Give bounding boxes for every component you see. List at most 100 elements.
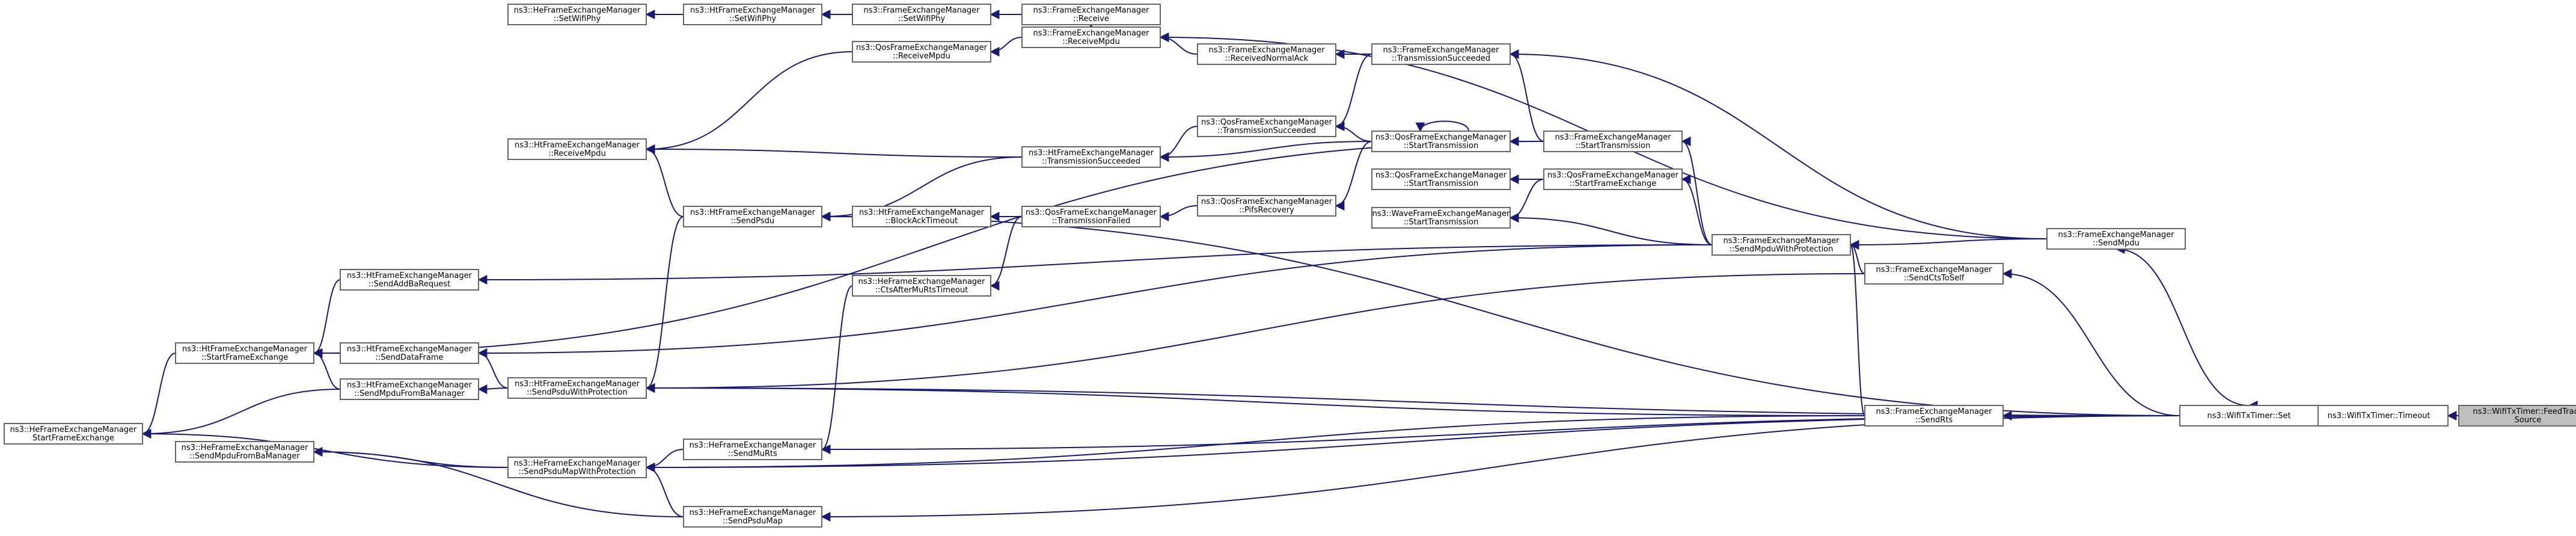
- node-rxnack[interactable]: ns3::FrameExchangeManager::ReceivedNorma…: [1197, 43, 1336, 65]
- node-label-line2: ::SendMpduFromBaManager: [354, 389, 465, 398]
- edge-ht_spwp-to-sendrts: [645, 383, 1865, 416]
- edge-ht_sendpsdu-to-set: [821, 212, 2180, 416]
- node-box: [2046, 228, 2186, 250]
- node-label-line1: ns3::HtFrameExchangeManager: [347, 381, 473, 390]
- node-qos_starttx1[interactable]: ns3::QosFrameExchangeManager::StartTrans…: [1371, 131, 1511, 152]
- node-label-line1: ns3::FrameExchangeManager: [1033, 6, 1149, 15]
- node-sendmpdu[interactable]: ns3::FrameExchangeManager::SendMpdu: [2046, 228, 2186, 250]
- node-label-line1: ns3::HtFrameExchangeManager: [690, 208, 816, 217]
- node-ht_rxmpdu[interactable]: ns3::HtFrameExchangeManager::ReceiveMpdu: [507, 138, 647, 160]
- node-timeout[interactable]: ns3::WifiTxTimer::Timeout: [2309, 405, 2449, 427]
- node-label-line2: ::SendCtsToSelf: [1904, 274, 1965, 283]
- node-label-line2: ::SetWifiPhy: [898, 14, 946, 23]
- edge-ht_senddata-to-smwp: [477, 244, 1713, 358]
- node-label-line2: ::SetWifiPhy: [554, 14, 601, 23]
- node-sendrts[interactable]: ns3::FrameExchangeManager::SendRts: [1864, 405, 2004, 427]
- node-ht_setwifiphy[interactable]: ns3::HtFrameExchangeManager::SetWifiPhy: [683, 4, 822, 25]
- node-box: [1371, 207, 1511, 229]
- edge-ht_txsucc-to-qos_txsucc: [1159, 126, 1198, 162]
- node-ht_smfba[interactable]: ns3::HtFrameExchangeManager::SendMpduFro…: [340, 378, 479, 400]
- edge-he_startfe-to-ht_startfe: [141, 353, 176, 439]
- node-starttx[interactable]: ns3::FrameExchangeManager::StartTransmis…: [1543, 131, 1683, 152]
- node-box: [1021, 4, 1161, 25]
- node-ht_blockack[interactable]: ns3::HtFrameExchangeManager::BlockAckTim…: [852, 206, 991, 227]
- node-label-line2: ::ReceiveMpdu: [893, 52, 950, 61]
- node-ht_sendpsdu[interactable]: ns3::HtFrameExchangeManager::SendPsdu: [683, 206, 822, 227]
- edge-qos_txsucc-to-qos_starttx1: [1335, 122, 1372, 142]
- node-he_startfe[interactable]: ns3::HeFrameExchangeManagerStartFrameExc…: [4, 423, 143, 445]
- node-box: [1021, 206, 1161, 227]
- node-label-line2: ::StartFrameExchange: [201, 353, 289, 362]
- node-box: [507, 377, 647, 399]
- node-label-line1: ns3::FrameExchangeManager: [1383, 46, 1499, 55]
- node-he_murts[interactable]: ns3::HeFrameExchangeManager::SendMuRts: [683, 439, 822, 460]
- node-txsucc[interactable]: ns3::FrameExchangeManager::TransmissionS…: [1371, 43, 1511, 65]
- node-he_spm[interactable]: ns3::HeFrameExchangeManager::SendPsduMap: [683, 506, 822, 528]
- node-label-line2: ::TransmissionSucceeded: [1392, 54, 1490, 63]
- node-label-line1: ns3::QosFrameExchangeManager: [856, 43, 988, 52]
- node-box: [2179, 405, 2319, 427]
- node-box: [1197, 195, 1336, 217]
- node-box: [852, 41, 991, 63]
- node-label-line1: ns3::FrameExchangeManager: [2058, 230, 2174, 239]
- node-box: [1543, 168, 1683, 190]
- node-box: [1371, 168, 1511, 190]
- node-he_spmwp[interactable]: ns3::HeFrameExchangeManager::SendPsduMap…: [507, 457, 647, 478]
- node-qos_pifs[interactable]: ns3::QosFrameExchangeManager::PifsRecove…: [1197, 195, 1336, 217]
- node-qos_txsucc[interactable]: ns3::QosFrameExchangeManager::Transmissi…: [1197, 116, 1336, 137]
- node-wave_starttx[interactable]: ns3::WaveFrameExchangeManager::StartTran…: [1371, 207, 1511, 229]
- node-label-line2: ::SendMuRts: [728, 449, 777, 458]
- node-smwp[interactable]: ns3::FrameExchangeManager::SendMpduWithP…: [1712, 234, 1851, 256]
- node-box: [175, 441, 314, 463]
- node-fem_setwifiphy[interactable]: ns3::FrameExchangeManager::SetWifiPhy: [852, 4, 991, 25]
- node-ht_spwp[interactable]: ns3::HtFrameExchangeManager::SendPsduWit…: [507, 377, 647, 399]
- node-box: [852, 4, 991, 25]
- node-ht_startfe[interactable]: ns3::HtFrameExchangeManager::StartFrameE…: [175, 342, 314, 364]
- node-qos_txfail[interactable]: ns3::QosFrameExchangeManager::Transmissi…: [1021, 206, 1161, 227]
- node-label-line1: ns3::QosFrameExchangeManager: [1201, 118, 1333, 127]
- node-box: [683, 439, 822, 460]
- node-label-line2: Source: [2515, 416, 2542, 425]
- node-label-line1: ns3::HtFrameExchangeManager: [515, 141, 640, 150]
- node-label-line1: ns3::HtFrameExchangeManager: [182, 345, 308, 354]
- node-label-line1: ns3::HeFrameExchangeManager: [514, 6, 641, 15]
- node-label-line1: ns3::QosFrameExchangeManager: [1026, 208, 1157, 217]
- edge-he_smfba-to-he_spm: [313, 447, 684, 517]
- node-he_smfba[interactable]: ns3::HeFrameExchangeManager::SendMpduFro…: [175, 441, 314, 463]
- node-label-line2: ::SendPsduMap: [723, 517, 783, 526]
- edge-ht_startfe-to-ht_smfba: [313, 348, 341, 390]
- node-ht_txsucc[interactable]: ns3::HtFrameExchangeManager::Transmissio…: [1021, 146, 1161, 168]
- node-receive[interactable]: ns3::FrameExchangeManager::Receive: [1021, 4, 1161, 25]
- node-he_setwifiphy[interactable]: ns3::HeFrameExchangeManager::SetWifiPhy: [507, 4, 647, 25]
- node-box: [1543, 131, 1683, 152]
- node-label-line1: ns3::HeFrameExchangeManager: [514, 459, 641, 468]
- node-label-line2: ::SendRts: [1915, 416, 1953, 425]
- edge-ht_rxmpdu-to-ht_txsucc: [645, 144, 1023, 158]
- node-label-line2: ::SendMpdu: [2093, 239, 2139, 248]
- edge-smwp-to-sendrts: [1849, 240, 1865, 416]
- node-label-line1: ns3::QosFrameExchangeManager: [1375, 133, 1507, 142]
- node-label-line1: ns3::WaveFrameExchangeManager: [1372, 209, 1510, 218]
- node-ht_senddata[interactable]: ns3::HtFrameExchangeManager::SendDataFra…: [340, 342, 479, 364]
- edge-he_spmwp-to-he_spm: [645, 463, 684, 517]
- node-box: [175, 342, 314, 364]
- node-set[interactable]: ns3::WifiTxTimer::Set: [2179, 405, 2319, 427]
- node-ht_addba[interactable]: ns3::HtFrameExchangeManager::SendAddBaRe…: [340, 269, 479, 291]
- node-qos_rxmpdu[interactable]: ns3::QosFrameExchangeManager::ReceiveMpd…: [852, 41, 991, 63]
- node-box: [507, 457, 647, 478]
- edge-wave_starttx-to-qos_startfe: [1509, 179, 1544, 223]
- node-label-line2: ::SendPsduMapWithProtection: [518, 467, 635, 476]
- node-label-line1: ns3::FrameExchangeManager: [863, 6, 980, 15]
- edge-smwp-to-sendmpdu: [1849, 238, 2048, 250]
- node-rxmpdu[interactable]: ns3::FrameExchangeManager::ReceiveMpdu: [1021, 26, 1161, 48]
- node-he_cts[interactable]: ns3::HeFrameExchangeManager::CtsAfterMuR…: [852, 275, 991, 297]
- node-box: [507, 4, 647, 25]
- node-sendcts[interactable]: ns3::FrameExchangeManager::SendCtsToSelf: [1864, 263, 2004, 285]
- node-box: [4, 423, 143, 445]
- node-box: [1197, 43, 1336, 65]
- node-qos_starttx2[interactable]: ns3::QosFrameExchangeManager::StartTrans…: [1371, 168, 1511, 190]
- edge-qos_rxmpdu-to-rxmpdu: [990, 37, 1023, 57]
- node-qos_startfe[interactable]: ns3::QosFrameExchangeManager::StartFrame…: [1543, 168, 1683, 190]
